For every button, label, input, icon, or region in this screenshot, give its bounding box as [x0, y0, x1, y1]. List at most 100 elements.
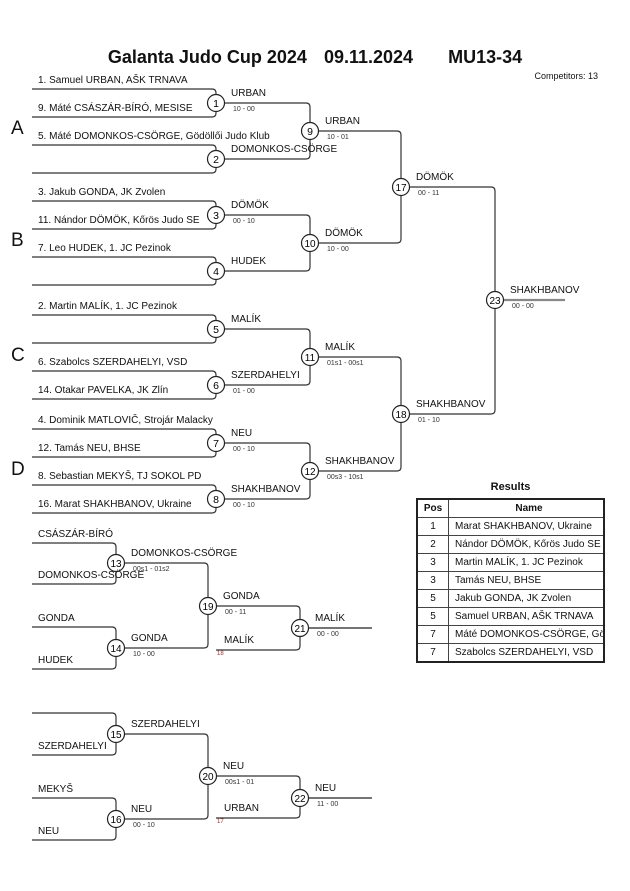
result-name: Tamás NEU, BHSE [448, 571, 605, 590]
entrant-name: 14. Otakar PAVELKA, JK Zlín [38, 385, 169, 396]
entrant-name: 16. Marat SHAKHBANOV, Ukraine [38, 499, 192, 510]
results-title: Results [490, 481, 531, 493]
bracket-line [32, 144, 217, 159]
result-name: Szabolcs SZERDAHELYI, VSD [448, 643, 605, 663]
match-number-circle: 21 [290, 618, 310, 638]
bracket-line [310, 130, 402, 187]
bracket-line [32, 103, 217, 118]
match-winner: NEU [131, 804, 153, 815]
bracket-line [32, 88, 217, 103]
event-title: Galanta Judo Cup 2024 [107, 47, 307, 67]
bracket-line [310, 356, 402, 414]
bracket-line [32, 626, 117, 648]
match-winner: DOMONKOS-CSÖRGE [131, 548, 238, 559]
repechage-drop-name: MALÍK [224, 635, 255, 646]
result-position: 1 [416, 517, 449, 536]
match-score: 10 - 01 [327, 134, 349, 141]
bracket-line [32, 499, 217, 514]
bracket-line [32, 428, 217, 443]
result-name: Martin MALÍK, 1. JC Pezinok [448, 553, 605, 572]
repechage-entrant: HUDEK [38, 655, 74, 666]
match-number: 10 [304, 239, 316, 250]
pool-label: D [11, 459, 25, 480]
bracket-line [208, 605, 301, 628]
repechage-drop-source: 18 [217, 651, 224, 657]
bracket-line [32, 563, 117, 585]
bracket-line [116, 733, 209, 776]
bracket-line [401, 186, 496, 300]
entrant-name: 5. Máté DOMONKOS-CSÖRGE, Gödöllői Judo K… [38, 131, 270, 142]
match-number: 18 [395, 410, 407, 421]
pool-label: A [11, 118, 24, 139]
bracket-line [216, 357, 311, 386]
match-winner: NEU [315, 783, 337, 794]
match-score: 01s1 - 00s1 [327, 360, 364, 367]
result-position: 7 [416, 643, 449, 663]
match-winner: DÖMÖK [231, 200, 269, 211]
match-score: 00s1 - 01s2 [133, 566, 170, 573]
match-score: 00s1 - 01 [225, 779, 255, 786]
result-name: Máté DOMONKOS-CSÖRGE, Gödöllői Judo Klub [448, 625, 605, 644]
entrant-name: 8. Sebastian MEKYŠ, TJ SOKOL PD [38, 471, 202, 482]
match-number-circle: 5 [206, 319, 226, 339]
match-score: 00 - 10 [233, 218, 255, 225]
match-winner: GONDA [131, 633, 168, 644]
match-number: 19 [202, 602, 214, 613]
match-winner: GONDA [223, 591, 260, 602]
match-number-circle: 8 [206, 489, 226, 509]
result-position: 3 [416, 571, 449, 590]
competitor-count: Competitors: 13 [534, 71, 598, 81]
match-score: 00 - 10 [133, 822, 155, 829]
entrant-name: 6. Szabolcs SZERDAHELYI, VSD [38, 357, 188, 368]
repechage-drop-name: URBAN [224, 803, 260, 814]
match-number: 13 [110, 559, 122, 570]
result-name: Marat SHAKHBANOV, Ukraine [448, 517, 605, 536]
match-number-circle: 15 [106, 724, 126, 744]
match-winner: HUDEK [231, 256, 267, 267]
entrant-name: 1. Samuel URBAN, AŠK TRNAVA [38, 75, 188, 86]
bracket-line [32, 797, 117, 819]
match-number: 23 [489, 296, 501, 307]
weight-category: MU13-34 [448, 47, 523, 67]
bracket-line [32, 200, 217, 215]
match-winner: SZERDAHELYI [131, 719, 200, 730]
result-name: Nándor DÖMÖK, Kőrös Judo SE [448, 535, 605, 554]
match-number-circle: 10 [300, 233, 320, 253]
match-winner: NEU [223, 761, 245, 772]
entrant-name: 9. Máté CSÁSZÁR-BÍRÓ, MESISE [38, 103, 193, 114]
bracket-line [208, 775, 301, 798]
match-winner: SHAKHBANOV [325, 456, 395, 467]
match-winner: MALÍK [231, 314, 262, 325]
match-number-circle: 11 [300, 347, 320, 367]
entrant-name: 7. Leo HUDEK, 1. JC Pezinok [38, 243, 171, 254]
result-position: 7 [416, 625, 449, 644]
bracket-line [116, 562, 209, 606]
bracket-line [32, 256, 217, 271]
bracket-line [216, 628, 301, 651]
bracket-line [116, 776, 209, 820]
match-winner: MALÍK [315, 613, 346, 624]
entrant-name: 4. Dominik MATLOVIČ, Strojár Malacky [38, 415, 213, 426]
match-score: 00 - 00 [512, 303, 534, 310]
repechage-entrant: CSÁSZÁR-BÍRÓ [38, 529, 114, 540]
bracket-line [32, 159, 217, 174]
bracket-line [216, 798, 301, 819]
match-number: 8 [213, 494, 219, 506]
match-number: 22 [294, 794, 306, 805]
match-number-circle: 23 [485, 290, 505, 310]
match-number-circle: 20 [198, 766, 218, 786]
match-number-circle: 2 [206, 149, 226, 169]
bracket-line [116, 606, 209, 649]
bracket-line [32, 819, 117, 841]
bracket-line [32, 314, 217, 329]
match-number: 15 [110, 730, 122, 741]
match-number-circle: 6 [206, 375, 226, 395]
result-position: 5 [416, 607, 449, 626]
match-number: 2 [213, 154, 219, 166]
match-winner: URBAN [231, 88, 267, 99]
